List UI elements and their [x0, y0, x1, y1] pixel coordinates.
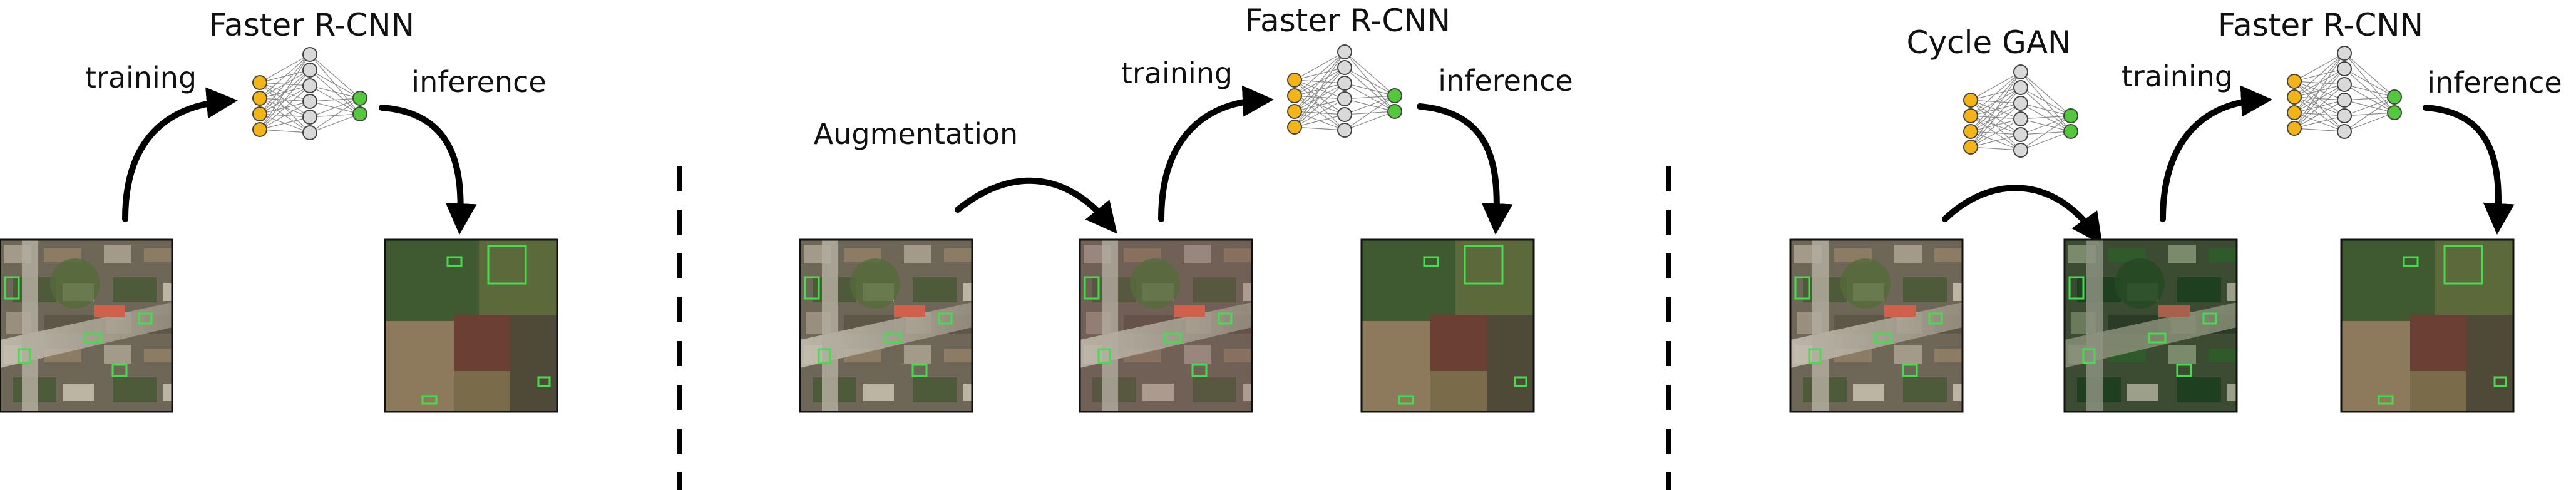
- panel-cyclegan: Cycle GAN Faster R-CNN training inferenc…: [1789, 7, 2562, 413]
- panel-baseline: Faster R-CNN training inference: [0, 7, 558, 413]
- training-arrow: [122, 87, 238, 222]
- augmented-image: [1079, 238, 1253, 413]
- gan-translated-image: [2063, 238, 2238, 413]
- gan-label: Cycle GAN: [1907, 24, 2071, 61]
- model-label: Faster R-CNN: [1245, 3, 1450, 39]
- neural-network-icon: [1287, 44, 1402, 138]
- model-label: Faster R-CNN: [2218, 7, 2423, 43]
- training-label: training: [1121, 56, 1233, 90]
- augmentation-arrow: [955, 177, 1117, 234]
- neural-network-icon: [2287, 46, 2402, 139]
- rural-target-image: [384, 238, 558, 413]
- training-label: training: [2122, 59, 2233, 93]
- rural-target-image: [2340, 238, 2515, 413]
- neural-network-icon: [252, 47, 367, 140]
- inference-label: inference: [1438, 64, 1573, 98]
- model-label: Faster R-CNN: [209, 7, 414, 43]
- gan-arrow: [1942, 185, 2103, 245]
- urban-source-image: [799, 238, 973, 413]
- training-label: training: [85, 61, 197, 94]
- augmentation-label: Augmentation: [814, 117, 1018, 151]
- gan-network-icon: [1963, 64, 2078, 158]
- inference-label: inference: [2427, 66, 2562, 100]
- inference-arrow: [2423, 105, 2515, 235]
- panel-augmentation: Augmentation Faster R-CNN training infer…: [799, 3, 1573, 413]
- urban-source-image: [1789, 238, 1964, 413]
- urban-source-image: [0, 238, 173, 413]
- inference-arrow: [379, 105, 477, 235]
- inference-label: inference: [411, 65, 546, 99]
- rural-target-image: [1360, 238, 1535, 413]
- training-arrow: [2160, 85, 2272, 222]
- inference-arrow: [1417, 103, 1513, 235]
- training-arrow: [1158, 85, 1274, 222]
